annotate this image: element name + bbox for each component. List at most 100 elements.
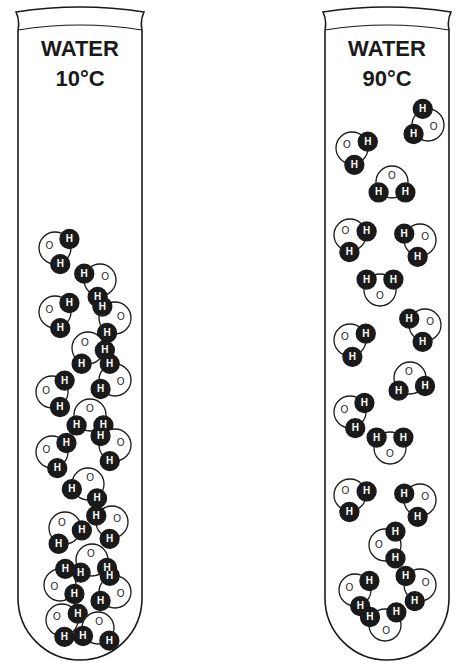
atom-label: H <box>410 250 426 264</box>
atom-label: H <box>102 454 118 468</box>
atom-label: O <box>97 270 113 284</box>
atom-label: H <box>361 574 377 588</box>
atom-label: H <box>391 384 407 398</box>
hydrogen-atom <box>396 183 415 202</box>
atom-label: H <box>346 158 362 172</box>
atom-label: H <box>66 587 82 601</box>
atom-label: O <box>384 169 400 183</box>
atom-label: H <box>401 312 417 326</box>
atom-label: O <box>337 330 353 344</box>
atom-label: H <box>407 594 423 608</box>
hydrogen-atom <box>51 319 70 338</box>
atom-label: H <box>410 510 426 524</box>
hydrogen-atom <box>395 484 414 503</box>
hydrogen-atom <box>100 452 119 471</box>
atom-label: O <box>417 490 433 504</box>
atom-label: O <box>91 615 107 629</box>
atom-label: H <box>417 379 433 393</box>
atom-label: O <box>41 303 57 317</box>
hydrogen-atom <box>57 433 76 452</box>
hydrogen-atom <box>408 507 427 526</box>
hydrogen-atom <box>367 428 386 447</box>
atom-label: H <box>362 610 378 624</box>
atom-label: O <box>82 402 98 416</box>
atom-label: H <box>99 326 115 340</box>
hydrogen-atom <box>387 603 406 622</box>
atom-label: H <box>347 421 363 435</box>
hydrogen-atom <box>100 529 119 548</box>
hydrogen-atom <box>345 155 364 174</box>
atom-label: H <box>397 185 413 199</box>
hydrogen-atom <box>100 354 119 373</box>
atom-label: H <box>89 491 105 505</box>
hydrogen-atom <box>91 380 110 399</box>
atom-label: H <box>352 599 368 613</box>
hydrogen-atom <box>62 480 81 499</box>
atom-label: O <box>371 538 387 552</box>
atom-label: H <box>52 321 68 335</box>
atom-label: H <box>75 629 91 643</box>
hydrogen-atom <box>413 332 432 351</box>
atom-label: O <box>382 447 398 461</box>
atom-label: H <box>359 484 375 498</box>
atom-label: H <box>415 335 431 349</box>
hydrogen-atom <box>48 459 67 478</box>
atom-label: H <box>387 551 403 565</box>
atom-label: O <box>83 547 99 561</box>
hydrogen-atom <box>343 347 362 366</box>
atom-label: H <box>56 630 72 644</box>
hydrogen-atom <box>55 371 74 390</box>
atom-label: H <box>388 605 404 619</box>
atom-label: O <box>109 512 125 526</box>
hydrogen-atom <box>369 183 388 202</box>
hydrogen-atom <box>396 566 415 585</box>
hydrogen-atom <box>357 222 376 241</box>
atom-label: O <box>38 384 54 398</box>
atom-label: H <box>51 537 67 551</box>
atom-label: H <box>360 135 376 149</box>
atom-label: O <box>113 436 129 450</box>
atom-label: O <box>113 587 129 601</box>
hydrogen-atom <box>357 482 376 501</box>
atom-label: O <box>341 581 357 595</box>
atom-label: H <box>369 431 385 445</box>
hydrogen-atom <box>404 125 423 144</box>
atom-label: O <box>337 224 353 238</box>
hydrogen-atom <box>67 416 86 435</box>
atom-label: O <box>38 443 54 457</box>
hydrogen-atom <box>395 224 414 243</box>
atom-label: O <box>41 239 57 253</box>
atom-label: O <box>378 624 394 638</box>
hydrogen-atom <box>394 428 413 447</box>
hydrogen-atom <box>386 549 405 568</box>
hydrogen-atom <box>413 99 432 118</box>
atom-label: O <box>426 120 442 134</box>
atom-label: H <box>93 429 109 443</box>
atom-label: O <box>49 610 65 624</box>
hydrogen-atom <box>91 592 110 611</box>
atom-label: H <box>344 350 360 364</box>
hydrogen-atom <box>100 631 119 650</box>
atom-label: H <box>359 273 375 287</box>
atom-label: H <box>358 327 374 341</box>
hydrogen-atom <box>65 585 84 604</box>
atom-label: H <box>371 185 387 199</box>
atom-label: O <box>401 365 417 379</box>
atom-label: H <box>398 569 414 583</box>
atom-label: H <box>102 569 118 583</box>
atom-label: H <box>93 382 109 396</box>
hydrogen-atom <box>358 132 377 151</box>
hydrogen-atom <box>56 559 75 578</box>
hydrogen-atom <box>72 521 91 540</box>
hydrogen-atom <box>389 381 408 400</box>
hydrogen-atom <box>49 534 68 553</box>
atom-label: H <box>102 357 118 371</box>
hydrogen-atom <box>75 264 94 283</box>
atom-label: H <box>94 300 110 314</box>
hydrogen-atom <box>73 626 92 645</box>
atom-label: H <box>76 267 92 281</box>
hydrogen-atom <box>355 393 374 412</box>
hydrogen-atom <box>340 242 359 261</box>
hydrogen-atom <box>357 270 376 289</box>
